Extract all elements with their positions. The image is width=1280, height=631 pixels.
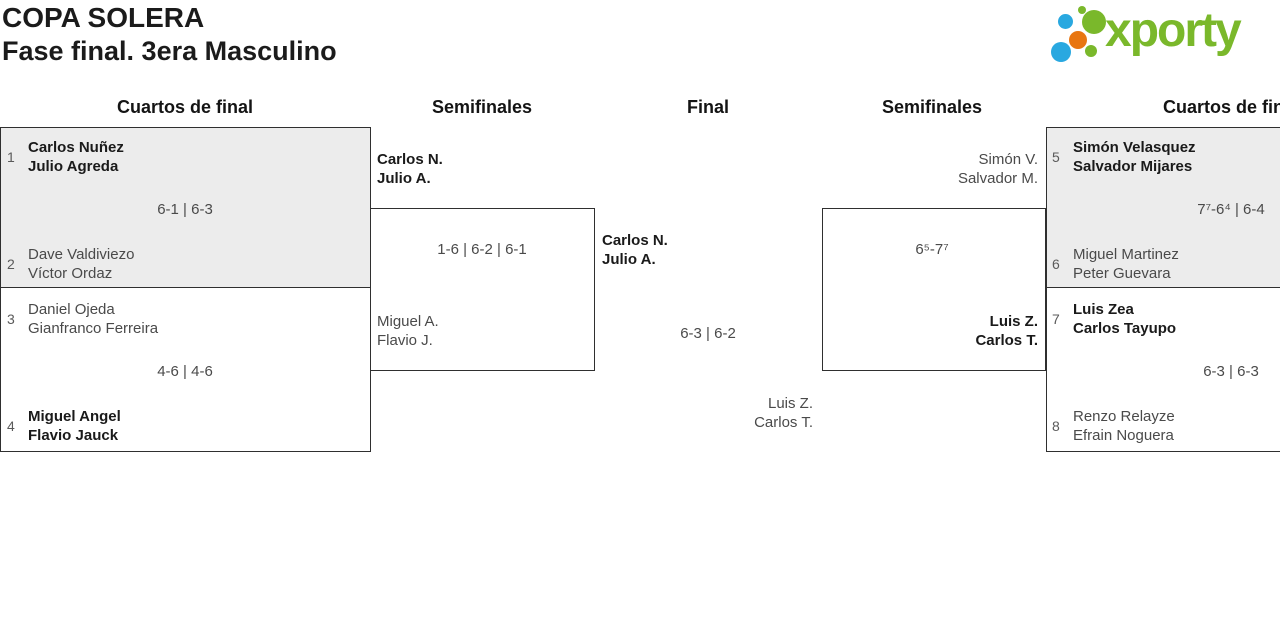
team-q1-bottom: 2 Dave Valdiviezo Víctor Ordaz — [7, 245, 134, 283]
player-name: Julio A. — [377, 170, 431, 187]
player-name: Carlos T. — [975, 332, 1038, 349]
player-name: Luis Z. — [989, 313, 1038, 330]
seed-number: 5 — [1052, 149, 1060, 165]
team-q3-top: 5 Simón Velasquez Salvador Mijares — [1052, 138, 1196, 176]
match-box-quarter-4[interactable] — [1046, 287, 1280, 452]
match-box-quarter-3[interactable] — [1046, 127, 1280, 288]
player-name: Carlos T. — [754, 414, 813, 431]
xporty-logo[interactable]: xporty — [1048, 4, 1280, 70]
team-q2-bottom: 4 Miguel Angel Flavio Jauck — [7, 407, 121, 445]
player-name: Daniel Ojeda — [28, 301, 115, 318]
seed-number: 4 — [7, 418, 15, 434]
player-name: Julio A. — [602, 251, 656, 268]
match-box-semifinal-left[interactable] — [370, 208, 595, 371]
logo-dot-green-small-bottom-icon — [1085, 45, 1097, 57]
match-score-q3: 7⁷-6⁴ | 6-4 — [1197, 201, 1265, 218]
player-name: Dave Valdiviezo — [28, 246, 135, 263]
team-semifinal-right-top: Simón V. Salvador M. — [958, 150, 1038, 188]
seed-number: 8 — [1052, 418, 1060, 434]
team-q4-top: 7 Luis Zea Carlos Tayupo — [1052, 300, 1176, 338]
logo-dot-green-large-icon — [1082, 10, 1106, 34]
logo-dot-orange-icon — [1069, 31, 1087, 49]
team-q2-top: 3 Daniel Ojeda Gianfranco Ferreira — [7, 300, 158, 338]
player-name: Efrain Noguera — [1073, 427, 1174, 444]
player-name: Carlos Nuñez — [28, 139, 124, 156]
player-name: Simón Velasquez — [1073, 139, 1196, 156]
team-semifinal-left-top: Carlos N. Julio A. — [377, 150, 443, 188]
player-name: Salvador Mijares — [1073, 158, 1193, 175]
team-q3-bottom: 6 Miguel Martinez Peter Guevara — [1052, 245, 1179, 283]
match-score-final: 6-3 | 6-2 — [680, 325, 736, 342]
player-name: Carlos Tayupo — [1073, 320, 1177, 337]
logo-dot-blue-large-icon — [1051, 42, 1071, 62]
team-q1-top: 1 Carlos Nuñez Julio Agreda — [7, 138, 124, 176]
match-box-quarter-1[interactable] — [0, 127, 371, 288]
match-box-semifinal-right[interactable] — [822, 208, 1046, 371]
team-final-top: Carlos N. Julio A. — [602, 231, 668, 269]
player-name: Flavio J. — [377, 332, 433, 349]
player-name: Simón V. — [978, 151, 1038, 168]
page-subtitle: Fase final. 3era Masculino — [2, 36, 337, 66]
player-name: Miguel A. — [377, 313, 439, 330]
round-label-right-semifinals: Semifinales — [881, 97, 983, 117]
player-name: Víctor Ordaz — [28, 265, 113, 282]
team-semifinal-right-bottom: Luis Z. Carlos T. — [975, 312, 1038, 350]
match-score-semifinal-right: 6⁵-7⁷ — [915, 241, 949, 258]
player-name: Miguel Angel — [28, 408, 121, 425]
logo-dot-green-small-top-icon — [1078, 6, 1086, 14]
player-name: Peter Guevara — [1073, 265, 1171, 282]
match-score-q1: 6-1 | 6-3 — [157, 201, 213, 218]
match-score-q4: 6-3 | 6-3 — [1203, 363, 1259, 380]
player-name: Renzo Relayze — [1073, 408, 1175, 425]
seed-number: 7 — [1052, 311, 1060, 327]
round-label-left-semifinals: Semifinales — [431, 97, 533, 117]
team-final-bottom: Luis Z. Carlos T. — [754, 394, 813, 432]
logo-wordmark: xporty — [1105, 4, 1242, 57]
page-title: COPA SOLERA — [2, 2, 205, 33]
player-name: Gianfranco Ferreira — [28, 320, 159, 337]
team-semifinal-left-bottom: Miguel A. Flavio J. — [377, 312, 439, 350]
player-name: Luis Z. — [767, 395, 813, 412]
match-box-quarter-2[interactable] — [0, 287, 371, 452]
player-name: Flavio Jauck — [28, 427, 119, 444]
seed-number: 3 — [7, 311, 15, 327]
match-score-q2: 4-6 | 4-6 — [157, 363, 213, 380]
round-label-left-quarters: Cuartos de final — [116, 97, 254, 117]
seed-number: 2 — [7, 256, 15, 272]
player-name: Carlos N. — [602, 232, 668, 249]
match-score-semifinal-left: 1-6 | 6-2 | 6-1 — [437, 241, 527, 258]
seed-number: 1 — [7, 149, 15, 165]
round-label-right-quarters: Cuartos de final — [1162, 97, 1280, 117]
player-name: Miguel Martinez — [1073, 246, 1179, 263]
player-name: Salvador M. — [957, 170, 1038, 187]
player-name: Luis Zea — [1073, 301, 1134, 318]
logo-dot-blue-small-icon — [1058, 14, 1073, 29]
seed-number: 6 — [1052, 256, 1060, 272]
team-q4-bottom: 8 Renzo Relayze Efrain Noguera — [1052, 407, 1175, 445]
player-name: Julio Agreda — [28, 158, 119, 175]
player-name: Carlos N. — [377, 151, 443, 168]
round-label-final: Final — [686, 97, 730, 117]
